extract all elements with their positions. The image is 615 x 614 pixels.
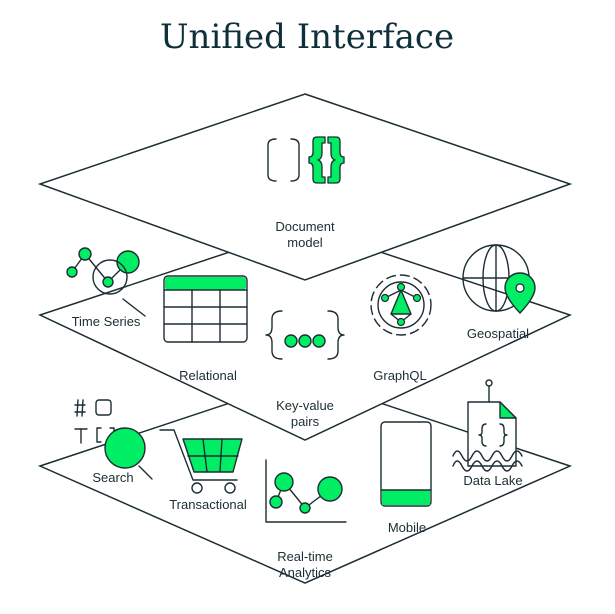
bottom-layer: Search Transactional Real-time: [37, 377, 573, 584]
braces-dots-icon: [265, 310, 345, 360]
label-data-lake: Data Lake: [463, 473, 522, 488]
label-key-value-line2: pairs: [291, 414, 320, 429]
document-waves-icon: [452, 379, 523, 472]
table-grid-icon: [163, 275, 248, 343]
label-real-time-line1: Real-time: [277, 549, 333, 564]
top-plane: [37, 93, 573, 281]
line-chart-icon: [265, 459, 347, 523]
label-document-model-line2: model: [287, 235, 323, 250]
phone-icon: [380, 421, 432, 507]
top-layer: Document model: [37, 93, 573, 281]
label-mobile: Mobile: [388, 520, 426, 535]
label-time-series: Time Series: [72, 314, 141, 329]
label-key-value-line1: Key-value: [276, 398, 334, 413]
label-geospatial: Geospatial: [467, 326, 529, 341]
page-title: Unified Interface: [160, 17, 454, 57]
label-relational: Relational: [179, 368, 237, 383]
label-real-time-line2: Analytics: [279, 565, 332, 580]
shopping-cart-icon: [159, 429, 243, 494]
hash-magnifier-icon: [74, 399, 153, 480]
gear-graph-icon: [370, 274, 432, 336]
label-graphql: GraphQL: [373, 368, 426, 383]
middle-layer: Time Series Relational Key-value: [37, 226, 573, 441]
label-search: Search: [92, 470, 133, 485]
connected-nodes-magnifier-icon: [66, 247, 146, 317]
label-document-model-line1: Document: [275, 219, 335, 234]
label-transactional: Transactional: [169, 497, 247, 512]
globe-pin-icon: [462, 244, 536, 314]
brackets-braces-icon: [267, 136, 345, 184]
